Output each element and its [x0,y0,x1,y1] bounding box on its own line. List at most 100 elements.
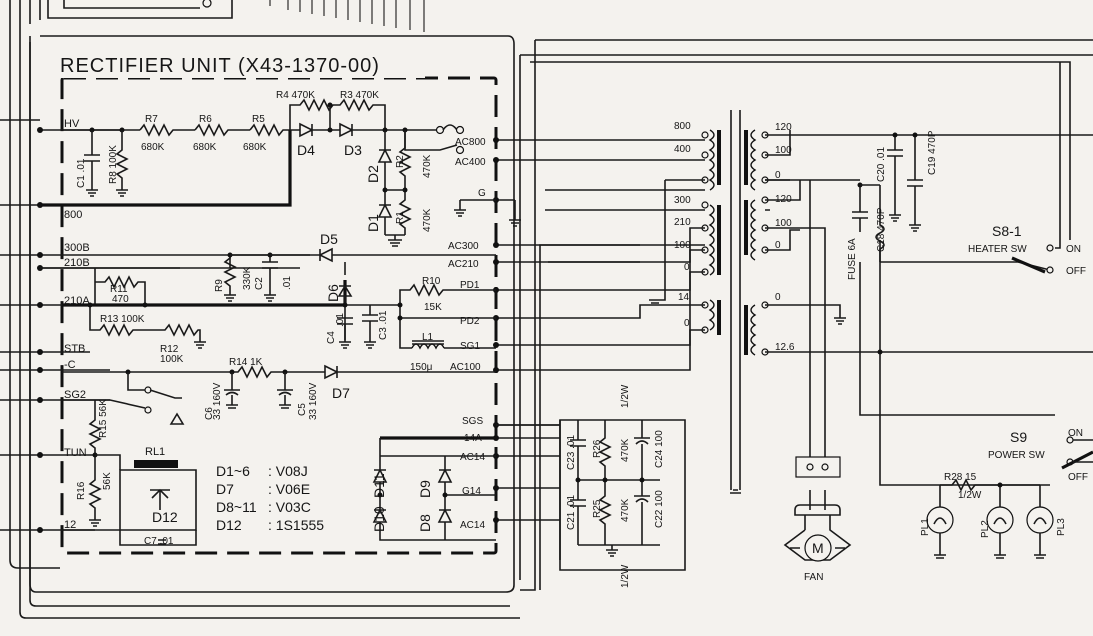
tap-14: 14 [678,292,690,303]
terminal-ac300: AC300 [448,241,479,252]
pilot-lamps [926,478,1054,559]
label-c4: C4 [326,331,337,344]
value-r1: 470K [422,208,433,232]
label-heater-sw: HEATER SW [968,244,1027,255]
rectifier-unit-boundary [60,76,498,555]
label-d9: D9 [417,480,433,498]
label-r16: R16 [76,481,87,500]
label-r8: R8 100K [108,145,119,184]
label-s9-on: ON [1068,428,1083,439]
label-c24: C24 100 [654,430,665,468]
label-r9: R9 [214,279,225,292]
label-c23: C23 .01 [566,435,577,470]
label-s8-off: OFF [1066,266,1086,277]
label-r4: R4 470K [276,90,315,101]
terminal-ac210: AC210 [448,259,479,270]
value-r11: 470 [112,294,129,305]
filter-cap-bank [496,419,686,571]
label-r28: R28 15 [944,472,977,483]
label-pl1: PL1 [920,518,931,536]
label-r10: R10 [422,276,441,287]
terminal-pd1: PD1 [460,280,480,291]
label-c18: C18 470P [876,207,887,252]
fan-motor [783,456,852,562]
label-rl1: RL1 [145,446,165,458]
sec-tap-100: 100 [775,145,792,156]
label-w1: 1/2W [620,384,631,408]
label-d3: D3 [344,142,362,158]
value-c2: .01 [282,276,293,290]
label-d4: D4 [297,142,315,158]
label-r5: R5 [252,114,265,125]
hv-resistor-chain [40,123,292,207]
label-r25: R25 [592,499,603,518]
terminal-pd2: PD2 [460,316,480,327]
d6-c4-c3-r10-l1-section [337,262,496,350]
value-r9: 330K [242,266,253,290]
heater-switch [1011,256,1046,274]
label-r6: R6 [199,114,212,125]
value-r7: 680K [141,142,165,153]
terminal-ac100: AC100 [450,362,481,373]
label-d8: D8 [417,514,433,532]
diodes-d4-d3 [289,98,440,138]
label-c20: C20 .01 [876,147,887,182]
label-s8-on: ON [1066,244,1081,255]
unit-title: RECTIFIER UNIT (X43-1370-00) [60,55,380,77]
label-c5: C5 [297,403,308,416]
value-c5: 33 160V [308,382,319,420]
r11-r13-r12-section [62,268,347,349]
diode-type-table: D1~6 : V08J D7 : V06E D8~11 : V03C D12 :… [216,463,324,533]
tap-100: 100 [674,240,691,251]
label-d1: D1 [365,214,381,232]
value-r25: 470K [620,498,631,522]
value-r26: 470K [620,438,631,462]
label-l1: L1 [422,332,434,343]
tap-0-low: 0 [684,318,690,329]
value-r16: 56K [102,472,113,490]
label-r2: R2 [395,155,406,168]
label-c21: C21 .01 [566,495,577,530]
ac800-ac400-link [404,124,465,155]
tap-0: 0 [684,262,690,273]
label-r12: R12 [160,344,179,355]
terminal-hv: HV [64,118,80,130]
diode-table-type: : V08J [268,463,308,479]
diode-table-part: D7 [216,481,234,497]
power-switch [1061,436,1093,470]
label-r11: R11 [110,284,128,295]
terminal-tun: TUN [64,447,87,459]
diode-table-part: D8~11 [216,499,257,515]
label-c22: C22 100 [654,490,665,528]
label-c2: C2 [254,277,265,290]
label-r7: R7 [145,114,158,125]
label-pl2: PL2 [980,520,991,538]
terminal-ac400: AC400 [455,157,486,168]
label-fan: FAN [804,572,823,583]
label-r14: R14 1K [229,357,263,368]
diodes-d2-d1 [377,130,412,247]
sec-tap-0-b: 0 [775,240,781,251]
label-motor: M [812,540,824,556]
value-c4: .01 [335,313,346,327]
label-r13: R13 100K [100,314,145,325]
label-d12: D12 [152,509,178,525]
terminal-ac14-top: AC14 [460,452,485,463]
tap-300: 300 [674,195,691,206]
label-w2: 1/2W [620,564,631,588]
negative-bias-section [62,364,496,425]
value-r2: 470K [422,154,433,178]
label-pl3: PL3 [1056,518,1067,536]
label-r28-watt: 1/2W [958,490,982,501]
power-transformer [519,39,1093,591]
label-fuse: FUSE 6A [847,238,858,280]
tap-800: 800 [674,121,691,132]
sec-tap-100-b: 100 [775,218,792,229]
value-r6: 680K [193,142,217,153]
label-d7: D7 [332,385,350,401]
value-c6: 33 160V [212,382,223,420]
label-d5: D5 [320,231,338,247]
label-r3: R3 470K [340,90,379,101]
label-d6: D6 [325,284,341,302]
terminal-sgs: SGS [462,416,483,427]
